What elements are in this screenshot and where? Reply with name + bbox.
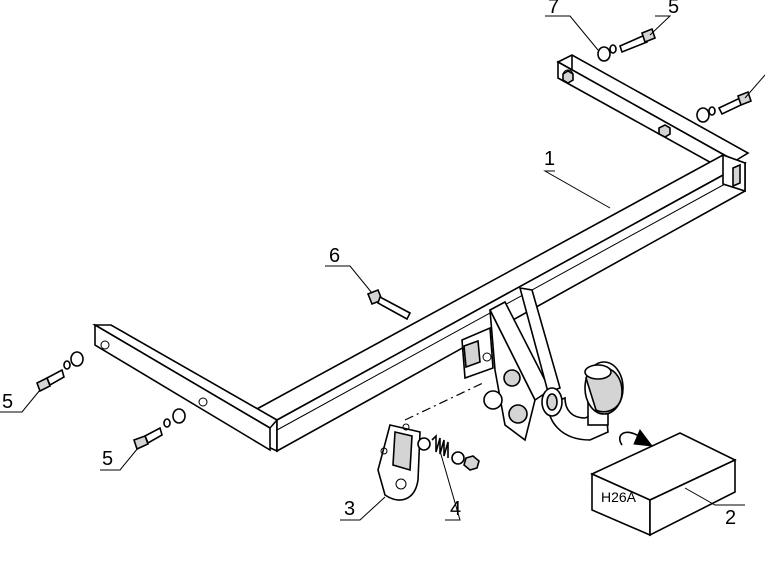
bolt-set-right xyxy=(696,90,752,123)
module-box-code: H26A xyxy=(601,489,637,505)
detachable-hitch xyxy=(541,361,624,441)
callout-7: 7 xyxy=(548,0,559,18)
socket-plate xyxy=(377,423,421,501)
callout-3: 3 xyxy=(344,498,355,520)
spring-nut-set xyxy=(417,434,480,471)
callout-6: 6 xyxy=(329,245,340,267)
assembly-centerline xyxy=(404,381,486,421)
callout-2: 2 xyxy=(725,507,736,529)
bolt-set-left xyxy=(35,351,84,393)
callout-5-bottom: 5 xyxy=(102,448,113,470)
callout-1: 1 xyxy=(544,148,555,170)
bolt-part-6 xyxy=(366,288,412,321)
module-box xyxy=(590,429,737,537)
leader-lines xyxy=(0,15,765,521)
left-mounting-bracket xyxy=(92,323,279,452)
callout-5-left: 5 xyxy=(2,391,13,413)
bolt-set-top xyxy=(597,27,656,62)
callout-5-top: 5 xyxy=(668,0,679,18)
bolt-set-bottom xyxy=(132,408,186,451)
neck-mount xyxy=(461,287,561,442)
right-mounting-bracket xyxy=(556,54,750,178)
callout-4: 4 xyxy=(450,498,461,520)
